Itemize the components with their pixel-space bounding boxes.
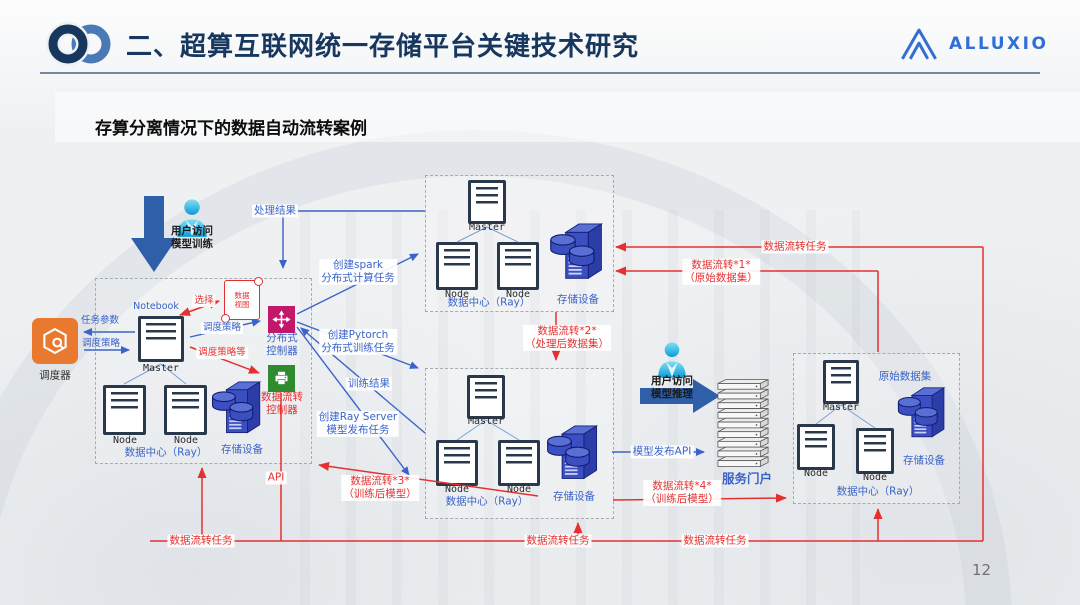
raw-dataset-label: 原始数据集 (878, 370, 932, 383)
edge-task-params-label: 任务参数 (80, 315, 120, 327)
edge-flow1-label: 数据流转*1*（原始数据集） (682, 258, 760, 286)
edge-api-label: API (265, 471, 287, 485)
big-down-arrow (131, 196, 177, 272)
distributed-controller-label: 分布式控制器 (266, 331, 298, 357)
edge-sched-policy-label: 调度策略 (81, 338, 121, 350)
node-document-icon (164, 385, 207, 435)
storage-icon (547, 221, 607, 285)
node-document-icon (856, 428, 894, 474)
brand-logo: ALLUXIO (898, 26, 1048, 62)
node-document-icon (436, 242, 478, 290)
data-flow-controller-icon (268, 365, 295, 392)
storage-label: 存储设备 (557, 293, 599, 306)
datacenter-label: 数据中心（Ray） (445, 495, 529, 508)
page-number: 12 (972, 561, 992, 579)
edge-policy-etc-label: 调度策略等 (196, 347, 248, 359)
big-right-arrow (640, 379, 720, 413)
node-label: Node (506, 483, 532, 495)
storage-icon (544, 423, 602, 485)
node-document-icon (797, 424, 835, 470)
data-flow-controller-label: 数据流转控制器 (261, 390, 303, 416)
user-train-label: 用户访问模型训练 (171, 224, 213, 250)
node-document-icon (498, 440, 540, 486)
data-view-label: 数据 (234, 291, 250, 300)
master-label: Master (468, 221, 506, 233)
notebook-label: Notebook (133, 301, 179, 313)
master-document-icon (138, 316, 184, 362)
datacenter-label: 数据中心（Ray） (447, 296, 531, 309)
master-label: Master (822, 401, 860, 413)
data-view-scroll-icon: 数据 视图 (221, 277, 263, 323)
storage-label: 存储设备 (553, 490, 595, 503)
storage-label: 存储设备 (221, 443, 263, 456)
node-label: Node (173, 434, 199, 446)
node-label: Node (112, 434, 138, 446)
master-label: Master (142, 362, 180, 374)
slide-logo-icon (46, 22, 111, 66)
edge-flow3-label: 数据流转*3*（训练后模型） (341, 474, 419, 502)
node-label: Node (862, 471, 888, 483)
node-document-icon (497, 242, 539, 290)
edge-train-result-label: 训练结果 (346, 377, 392, 391)
storage-label: 存储设备 (903, 454, 945, 467)
master-document-icon (468, 180, 506, 224)
slide-subtitle: 存算分离情况下的数据自动流转案例 (95, 119, 367, 139)
brand-name: ALLUXIO (949, 34, 1049, 54)
user-icon (656, 341, 688, 379)
master-document-icon (467, 375, 505, 419)
scheduler-icon (32, 318, 78, 364)
data-view-label: 视图 (234, 300, 250, 309)
distributed-controller-icon (268, 306, 295, 333)
storage-icon (895, 385, 949, 443)
subtitle-band (55, 92, 1080, 142)
datacenter-label: 数据中心（Ray） (836, 485, 920, 498)
edge-select-label: 选择 (192, 295, 216, 307)
master-document-icon (823, 360, 859, 404)
service-portal-label: 服务门户 (721, 471, 773, 487)
scheduler-label: 调度器 (39, 369, 71, 382)
node-label: Node (444, 288, 470, 300)
edge-flow-task-bottom-right-label: 数据流转任务 (681, 534, 749, 548)
alluxio-triangle-icon (901, 28, 937, 60)
edge-flow4-label: 数据流转*4*（训练后模型） (643, 479, 721, 507)
node-label: Node (803, 467, 829, 479)
title-underline (40, 72, 1040, 74)
edge-flow2-label: 数据流转*2*（处理后数据集） (523, 324, 611, 352)
server-rack-icon (717, 379, 769, 467)
node-label: Node (444, 483, 470, 495)
edge-flow-task-bottom-left-label: 数据流转任务 (167, 534, 235, 548)
node-document-icon (103, 385, 146, 435)
edge-flow-task-bottom-mid-label: 数据流转任务 (524, 534, 592, 548)
page-title: 二、超算互联网统一存储平台关键技术研究 (126, 32, 640, 62)
edge-process-result-label: 处理结果 (252, 204, 298, 218)
edge-model-api-label: 模型发布API (630, 445, 694, 459)
edge-flow-task-top-label: 数据流转任务 (761, 240, 829, 254)
user-infer-label: 用户访问模型推理 (651, 374, 693, 400)
master-label: Master (467, 415, 505, 427)
datacenter-label: 数据中心（Ray） (124, 446, 208, 459)
storage-icon (209, 379, 265, 439)
edge-policy-label: 调度策略 (200, 322, 244, 334)
node-label: Node (505, 288, 531, 300)
